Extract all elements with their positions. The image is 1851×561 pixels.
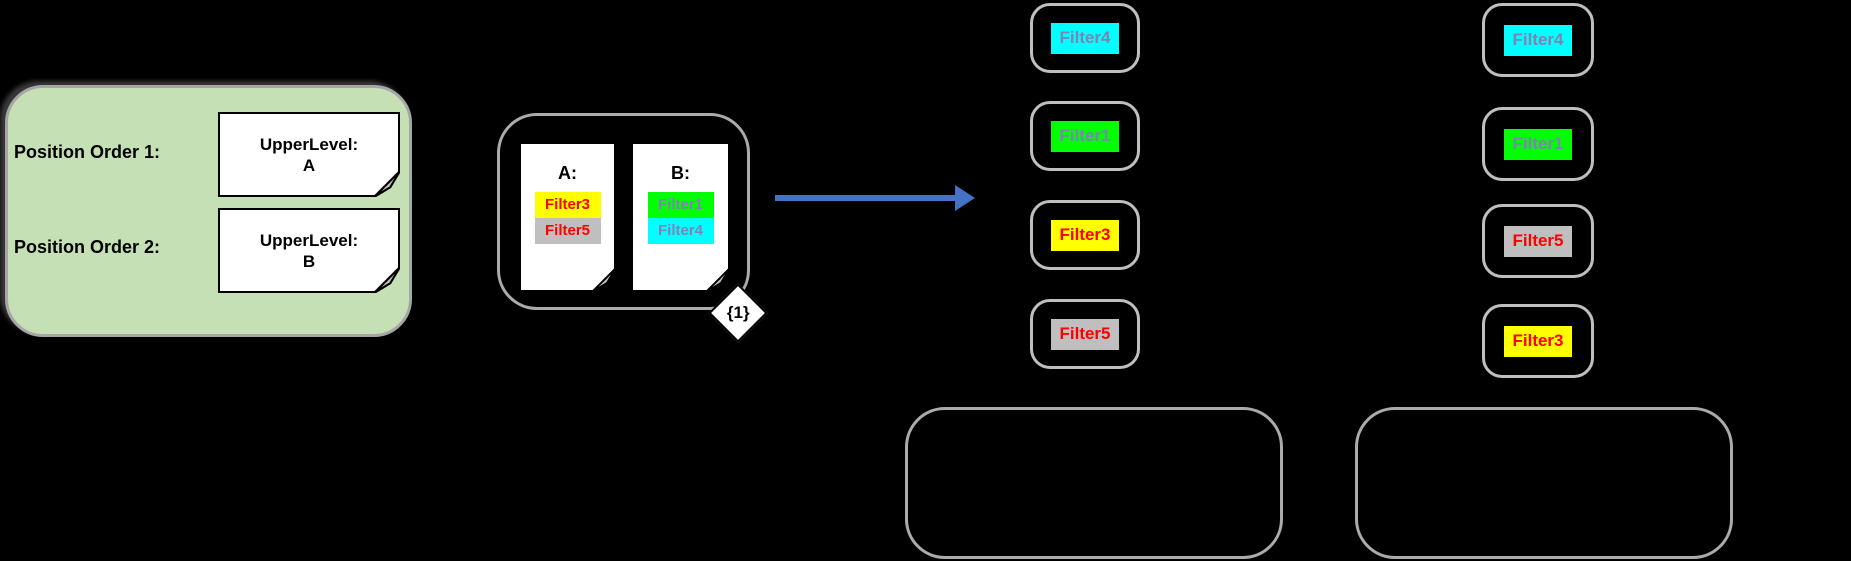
note-a-line1: UpperLevel: [259, 134, 359, 154]
chip-label: Filter1 [1051, 120, 1119, 152]
result1-chip-filter3: Filter3 [1030, 200, 1140, 270]
chip-filter1: Filter1 [647, 192, 714, 218]
result-box-2 [1355, 407, 1733, 559]
chip-filter3: Filter3 [534, 192, 601, 218]
source-box: A: Filter3 Filter5 B: Filter1 Filter4 [497, 113, 750, 310]
chip-label: Filter4 [1504, 24, 1572, 56]
result2-chip-filter4: Filter4 [1482, 3, 1594, 77]
note-upperlevel-a: UpperLevel: A [218, 112, 400, 197]
chip-label: Filter5 [1051, 318, 1119, 350]
note-b-line1: UpperLevel: [259, 230, 359, 250]
position-order-1-label: Position Order 1: [14, 142, 161, 162]
chip-label: Filter5 [1504, 225, 1572, 257]
chip-filter4: Filter4 [647, 218, 714, 244]
result2-chip-filter1: Filter1 [1482, 107, 1594, 181]
chip-label: Filter3 [1051, 219, 1119, 251]
legend-panel: Position Order 1: UpperLevel: A Position… [5, 85, 412, 337]
result-box-1 [905, 407, 1283, 559]
document-b-title: B: [671, 163, 690, 183]
multiplicity-badge-text: {1} [726, 303, 750, 322]
folded-corner-icon [374, 267, 400, 293]
note-a-line2: A [302, 155, 316, 175]
result2-chip-filter3: Filter3 [1482, 304, 1594, 378]
position-order-2-label: Position Order 2: [14, 237, 161, 257]
flow-arrow [775, 185, 975, 211]
folded-corner-icon [592, 268, 616, 292]
document-b: B: Filter1 Filter4 [631, 142, 730, 292]
note-b-line2: B [302, 251, 316, 271]
arrow-head-icon [955, 185, 975, 211]
result1-chip-filter1: Filter1 [1030, 101, 1140, 171]
chip-label: Filter3 [1504, 325, 1572, 357]
document-a: A: Filter3 Filter5 [519, 142, 616, 292]
chip-label: Filter1 [1504, 128, 1572, 160]
result1-chip-filter4: Filter4 [1030, 3, 1140, 73]
folded-corner-icon [374, 171, 400, 197]
note-upperlevel-b: UpperLevel: B [218, 208, 400, 293]
arrow-line [775, 195, 957, 201]
result1-chip-filter5: Filter5 [1030, 299, 1140, 369]
result2-chip-filter5: Filter5 [1482, 204, 1594, 278]
document-a-title: A: [558, 163, 577, 183]
chip-label: Filter4 [1051, 22, 1119, 54]
chip-filter5: Filter5 [534, 218, 601, 244]
folded-corner-icon [706, 268, 730, 292]
